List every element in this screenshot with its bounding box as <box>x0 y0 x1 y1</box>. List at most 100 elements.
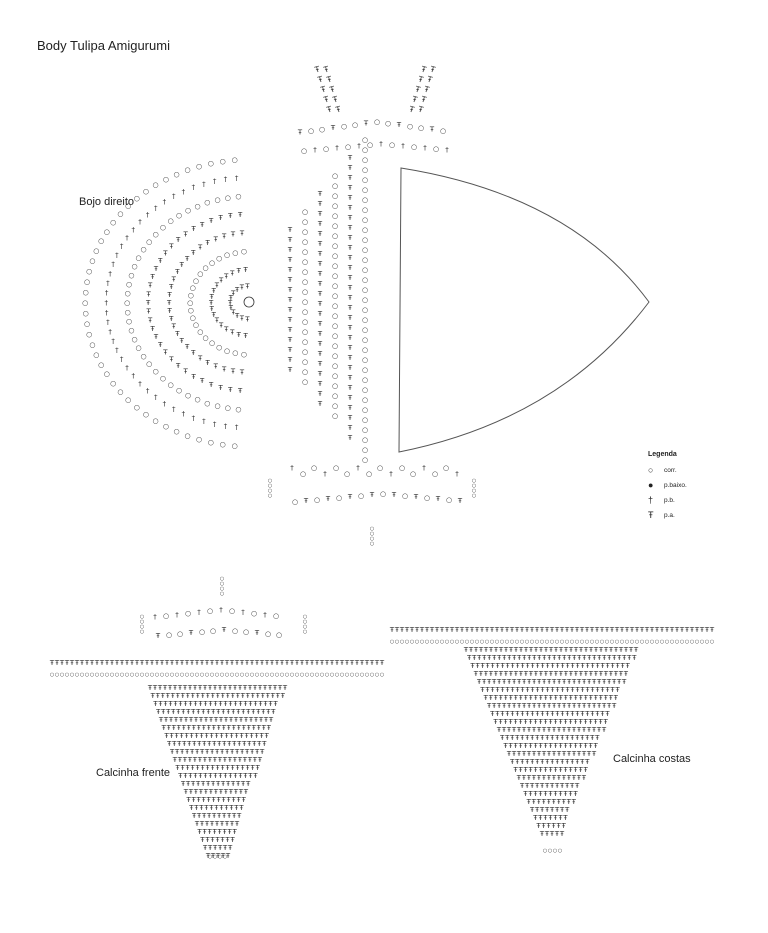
stitch: ○ <box>332 252 338 260</box>
stitch: Ŧ <box>513 646 519 654</box>
stitch: Ŧ <box>474 626 480 634</box>
stitch: ○ <box>332 332 338 340</box>
stitch: Ŧ <box>241 796 247 804</box>
stitch: Ŧ <box>563 670 569 678</box>
stitch: Ŧ <box>227 828 233 836</box>
stitch: Ŧ <box>541 774 547 782</box>
stitch: Ŧ <box>215 780 221 788</box>
stitch: Ŧ <box>425 74 433 84</box>
stitch: Ŧ <box>544 806 550 814</box>
stitch: Ŧ <box>325 495 331 503</box>
stitch: ○ <box>170 672 174 678</box>
stitch: Ŧ <box>593 718 599 726</box>
stitch: Ŧ <box>543 694 549 702</box>
stitch: Ŧ <box>197 244 203 252</box>
stitch: Ŧ <box>659 626 665 634</box>
stitch: Ŧ <box>207 700 213 708</box>
stitch: ○ <box>710 639 714 645</box>
stitch: † <box>263 611 267 619</box>
stitch: Ŧ <box>583 742 589 750</box>
stitch: ○ <box>140 352 146 360</box>
stitch: Ŧ <box>514 734 520 742</box>
stitch: ○ <box>362 176 368 184</box>
stitch: ○ <box>185 432 191 440</box>
stitch: ○ <box>365 672 369 678</box>
stitch: ○ <box>700 639 704 645</box>
stitch: Ŧ <box>546 702 552 710</box>
stitch: ○ <box>362 196 368 204</box>
stitch: Ŧ <box>564 782 570 790</box>
stitch: ○ <box>235 405 241 413</box>
stitch: ○ <box>208 854 212 860</box>
stitch: Ŧ <box>594 686 600 694</box>
stitch: Ŧ <box>511 654 517 662</box>
stitch: ○ <box>140 624 144 630</box>
stitch: Ŧ <box>593 646 599 654</box>
stitch: Ŧ <box>223 732 229 740</box>
stitch: Ŧ <box>185 780 191 788</box>
stitch: Ŧ <box>162 700 168 708</box>
stitch: Ŧ <box>568 694 574 702</box>
stitch: ○ <box>305 672 309 678</box>
stitch: ○ <box>160 672 164 678</box>
stitch: Ŧ <box>514 686 520 694</box>
stitch: Ŧ <box>531 750 537 758</box>
stitch: Ŧ <box>556 654 562 662</box>
stitch: Ŧ <box>493 694 499 702</box>
stitch: Ŧ <box>104 659 110 667</box>
stitch: Ŧ <box>626 654 632 662</box>
stitch: Ŧ <box>205 780 211 788</box>
stitch: ○ <box>241 350 247 358</box>
stitch: ○ <box>140 619 144 625</box>
stitch: Ŧ <box>172 756 178 764</box>
stitch: Ŧ <box>524 626 530 634</box>
stitch: ○ <box>595 639 599 645</box>
stitch: Ŧ <box>208 716 214 724</box>
stitch: ○ <box>362 136 368 144</box>
stitch: ○ <box>332 172 338 180</box>
stitch: Ŧ <box>516 654 522 662</box>
stitch: ○ <box>660 639 664 645</box>
stitch: Ŧ <box>509 758 515 766</box>
stitch: ○ <box>104 228 110 236</box>
stitch: Ŧ <box>494 710 500 718</box>
stitch: Ŧ <box>317 330 323 338</box>
stitch: Ŧ <box>536 654 542 662</box>
stitch: Ŧ <box>169 748 175 756</box>
stitch: ○ <box>302 288 308 296</box>
stitch: Ŧ <box>247 772 253 780</box>
stitch: ○ <box>520 639 524 645</box>
stitch: Ŧ <box>541 822 547 830</box>
stitch: ○ <box>389 141 395 149</box>
legend-label: p.b. <box>664 497 675 504</box>
stitch: Ŧ <box>317 190 323 198</box>
stitch: † <box>172 193 176 201</box>
stitch: Ŧ <box>526 678 532 686</box>
stitch: Ŧ <box>538 742 544 750</box>
stitch: Ŧ <box>606 678 612 686</box>
stitch: † <box>335 144 339 152</box>
stitch: ○ <box>168 381 174 389</box>
stitch: Ŧ <box>347 224 353 232</box>
stitch: Ŧ <box>193 732 199 740</box>
stitch: Ŧ <box>551 822 557 830</box>
stitch: Ŧ <box>422 84 430 94</box>
stitch: Ŧ <box>223 788 229 796</box>
stitch: Ŧ <box>262 684 268 692</box>
stitch: Ŧ <box>189 659 195 667</box>
stitch: Ŧ <box>479 662 485 670</box>
stitch: Ŧ <box>269 659 275 667</box>
stitch: Ŧ <box>228 804 234 812</box>
stitch: ○ <box>362 186 368 194</box>
stitch: Ŧ <box>222 684 228 692</box>
stitch: Ŧ <box>586 726 592 734</box>
stitch: ○ <box>255 672 259 678</box>
stitch: Ŧ <box>596 654 602 662</box>
stitch: ○ <box>640 639 644 645</box>
stitch: Ŧ <box>583 646 589 654</box>
stitch: Ŧ <box>237 772 243 780</box>
stitch: Ŧ <box>218 788 224 796</box>
stitch: Ŧ <box>199 820 205 828</box>
stitch: Ŧ <box>416 74 424 84</box>
stitch: Ŧ <box>616 654 622 662</box>
